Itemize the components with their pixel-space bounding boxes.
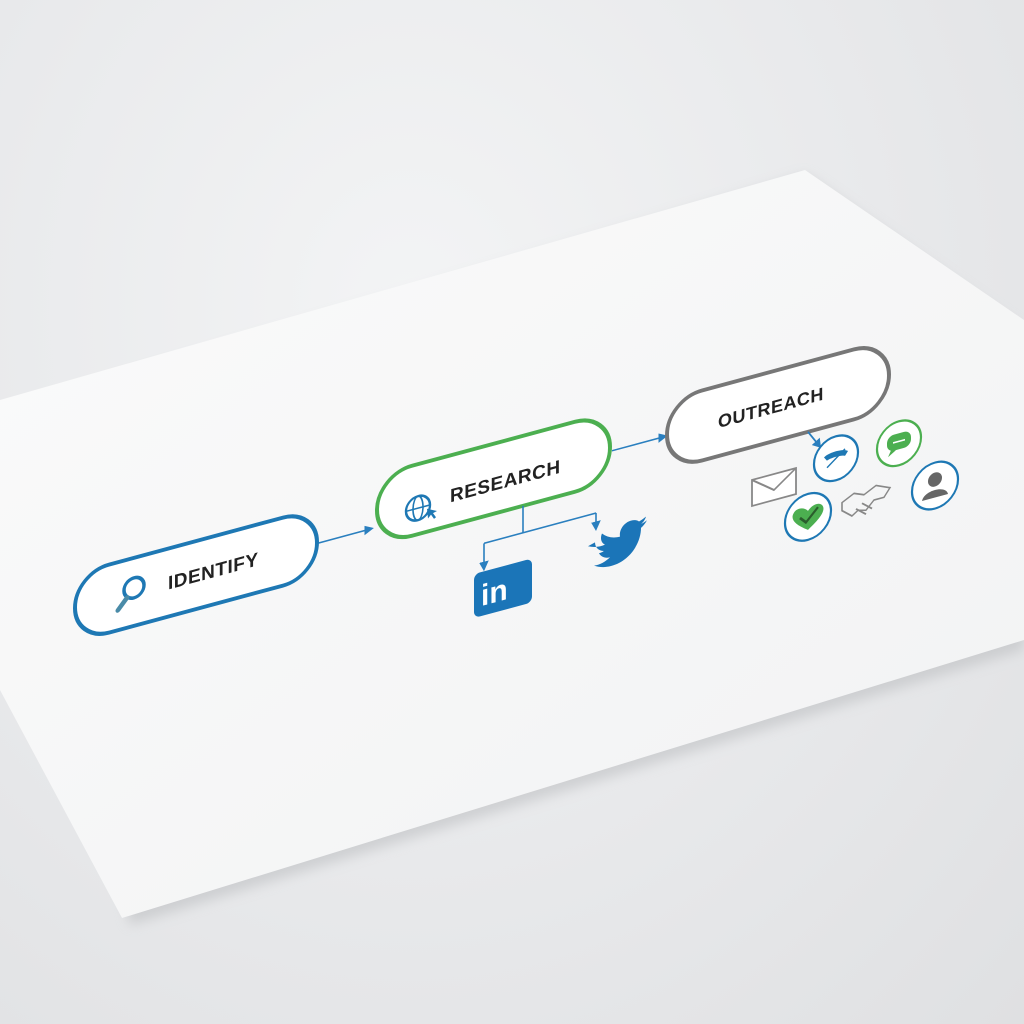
handshake-icon xyxy=(841,484,892,517)
paper-sheet xyxy=(0,170,1024,918)
arrow-identify-to-research xyxy=(318,525,374,544)
step-research: RESEARCH xyxy=(375,418,612,540)
step-outreach: OUTREACH xyxy=(665,346,891,464)
globe-cursor-icon xyxy=(404,494,437,522)
person-icon xyxy=(910,460,960,511)
step-identify: IDENTIFY xyxy=(73,514,319,636)
magnifier-icon xyxy=(115,575,146,613)
heart-check-icon xyxy=(783,491,833,542)
arrow-outreach-down xyxy=(807,431,822,448)
chat-bubble-icon xyxy=(875,419,923,468)
linkedin-label: in xyxy=(481,572,508,613)
phone-icon xyxy=(812,434,860,483)
envelope-icon xyxy=(751,466,797,508)
linkedin-icon: in xyxy=(474,559,532,617)
arrow-research-to-outreach xyxy=(612,433,668,452)
twitter-icon xyxy=(588,516,647,568)
research-branches xyxy=(479,505,601,572)
